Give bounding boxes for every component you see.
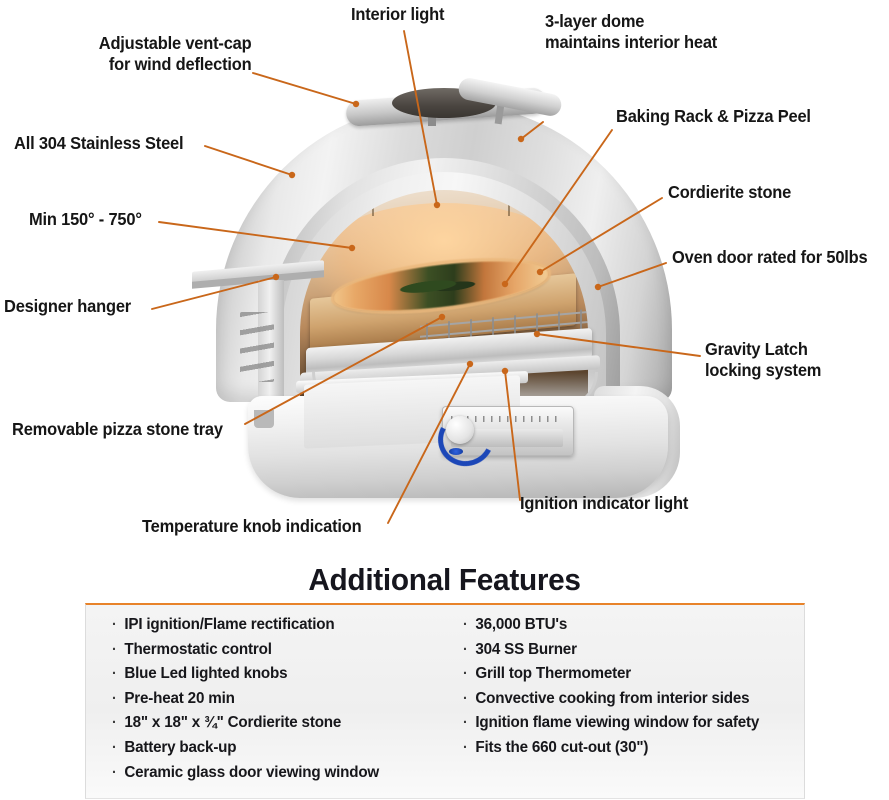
callout-leader-lines [151, 30, 701, 524]
feature-text: Blue Led lighted knobs [124, 665, 288, 683]
bullet-icon: · [112, 640, 117, 658]
feature-text: Thermostatic control [124, 640, 272, 658]
callout-designer-hanger: Designer hanger [4, 296, 132, 316]
list-item: · 36,000 BTU's [463, 613, 787, 638]
bullet-icon: · [112, 763, 117, 781]
list-item: · IPI ignition/Flame rectification [112, 613, 436, 638]
bullet-icon: · [463, 665, 468, 683]
feature-text: Battery back-up [124, 738, 237, 756]
bullet-icon: · [463, 640, 468, 658]
list-item: · Blue Led lighted knobs [112, 662, 436, 687]
ignition-indicator-light [449, 448, 463, 455]
callout-temperature-knob-indication: Temperature knob indication [142, 516, 362, 536]
feature-text: Grill top Thermometer [475, 665, 631, 683]
callout-ignition-indicator-light: Ignition indicator light [520, 493, 689, 513]
callout-adjustable-vent-cap: Adjustable vent-cap for wind deflection [98, 33, 251, 74]
list-item: · Pre-heat 20 min [112, 687, 436, 712]
feature-text: Ignition flame viewing window for safety [475, 714, 760, 732]
additional-features-section: Additional Features · IPI ignition/Flame… [0, 556, 889, 800]
oven-foot [254, 410, 274, 428]
bullet-icon: · [112, 738, 117, 756]
bullet-icon: · [463, 714, 468, 732]
list-item: · Fits the 660 cut-out (30") [463, 736, 787, 761]
temperature-scale-markings [451, 416, 563, 422]
bullet-icon: · [112, 689, 117, 707]
bullet-icon: · [463, 738, 468, 756]
feature-text: 36,000 BTU's [475, 616, 568, 633]
additional-features-box: · IPI ignition/Flame rectification · The… [85, 603, 805, 799]
callout-oven-door-rating: Oven door rated for 50lbs [672, 247, 868, 267]
feature-text: Pre-heat 20 min [124, 689, 235, 707]
feature-text: Convective cooking from interior sides [475, 689, 750, 707]
callout-all-304-stainless-steel: All 304 Stainless Steel [14, 133, 184, 153]
list-item: · Ignition flame viewing window for safe… [463, 711, 787, 736]
list-item: · 18" x 18" x ¾" Cordierite stone [112, 711, 436, 736]
side-vent-slots [240, 312, 274, 382]
temperature-knob[interactable] [446, 416, 474, 444]
feature-text: IPI ignition/Flame rectification [124, 616, 335, 633]
list-item: · Battery back-up [112, 736, 436, 761]
ceiling-seam-right [508, 204, 510, 216]
features-left-column: · IPI ignition/Flame rectification · The… [86, 613, 453, 798]
callout-three-layer-dome: 3-layer dome maintains interior heat [545, 11, 718, 52]
feature-text: 304 SS Burner [475, 640, 577, 658]
ceiling-seam-left [372, 204, 374, 216]
product-feature-diagram: Interior light Adjustable vent-cap for w… [4, 4, 868, 536]
additional-features-title: Additional Features [308, 562, 581, 597]
features-right-column: · 36,000 BTU's · 304 SS Burner · Grill t… [453, 613, 804, 798]
callout-min-max-temperature: Min 150° - 750° [29, 209, 142, 229]
callout-baking-rack-pizza-peel: Baking Rack & Pizza Peel [616, 106, 811, 126]
feature-text: 18" x 18" x ¾" Cordierite stone [124, 714, 342, 732]
list-item: · Thermostatic control [112, 638, 436, 663]
callout-removable-stone-tray: Removable pizza stone tray [12, 419, 223, 439]
list-item: · 304 SS Burner [463, 638, 787, 663]
list-item: · Ceramic glass door viewing window [112, 761, 436, 786]
callout-cordierite-stone: Cordierite stone [668, 182, 792, 202]
bullet-icon: · [112, 665, 117, 683]
bullet-icon: · [463, 616, 468, 633]
bullet-icon: · [463, 689, 468, 707]
gravity-latch-slot[interactable] [451, 429, 563, 447]
list-item: · Grill top Thermometer [463, 662, 787, 687]
feature-text: Fits the 660 cut-out (30") [475, 738, 649, 756]
bullet-icon: · [112, 616, 117, 633]
bullet-icon: · [112, 714, 117, 732]
feature-text: Ceramic glass door viewing window [124, 763, 380, 781]
callout-gravity-latch: Gravity Latch locking system [705, 339, 822, 380]
callout-interior-light: Interior light [351, 4, 445, 24]
list-item: · Convective cooking from interior sides [463, 687, 787, 712]
